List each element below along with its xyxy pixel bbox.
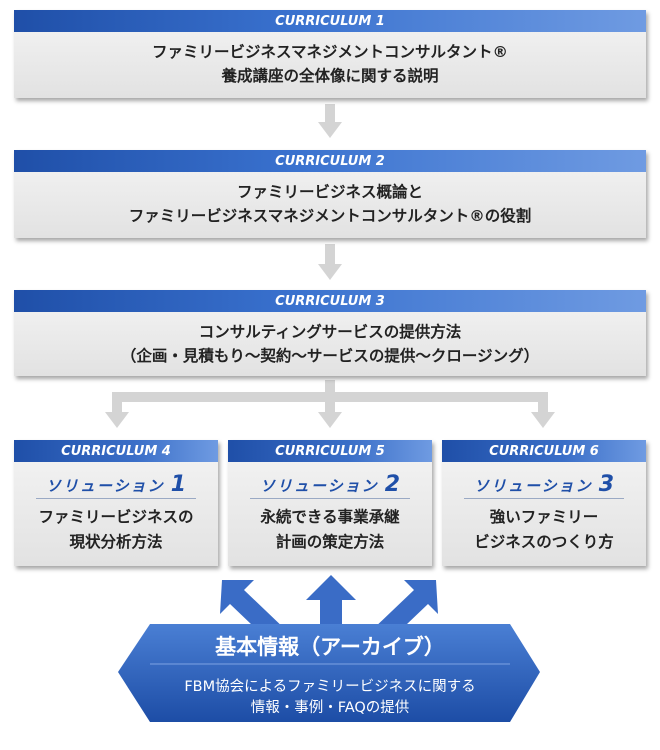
curriculum-6-text: 強いファミリー ビジネスのつくり方 bbox=[442, 505, 646, 555]
base-description: FBM協会によるファミリービジネスに関する 情報・事例・FAQの提供 bbox=[120, 677, 540, 719]
curriculum-3-line1: コンサルティングサービスの提供方法 bbox=[198, 323, 462, 341]
solution-1-number: 1 bbox=[170, 472, 186, 497]
curriculum-3-label: CURRICULUM 3 bbox=[14, 290, 646, 312]
base-desc-line2: 情報・事例・FAQの提供 bbox=[250, 700, 410, 716]
curriculum-4-label: CURRICULUM 4 bbox=[14, 440, 218, 462]
solution-3-label: ソリューション bbox=[473, 477, 593, 495]
curriculum-1-card: CURRICULUM 1 ファミリービジネスマネジメントコンサルタント® 養成講… bbox=[14, 10, 646, 98]
curriculum-1-text: ファミリービジネスマネジメントコンサルタント® 養成講座の全体像に関する説明 bbox=[14, 40, 646, 88]
curriculum-1-line1: ファミリービジネスマネジメントコンサルタント® bbox=[151, 43, 509, 61]
solution-2-label: ソリューション bbox=[259, 477, 379, 495]
curriculum-6-label: CURRICULUM 6 bbox=[442, 440, 646, 462]
base-desc-line1: FBM協会によるファミリービジネスに関する bbox=[184, 679, 476, 695]
curriculum-5-line1: 永続できる事業承継 bbox=[260, 508, 400, 526]
curriculum-2-text: ファミリービジネス概論と ファミリービジネスマネジメントコンサルタント®の役割 bbox=[14, 180, 646, 228]
curriculum-1-line2: 養成講座の全体像に関する説明 bbox=[221, 67, 439, 85]
branch-arrows bbox=[105, 380, 555, 428]
curriculum-5-card: CURRICULUM 5 ソリューション 2 永続できる事業承継 計画の策定方法 bbox=[228, 440, 432, 566]
base-banner bbox=[118, 624, 540, 722]
curriculum-6-card: CURRICULUM 6 ソリューション 3 強いファミリー ビジネスのつくり方 bbox=[442, 440, 646, 566]
down-arrow-2 bbox=[318, 244, 342, 280]
curriculum-4-text: ファミリービジネスの 現状分析方法 bbox=[14, 505, 218, 555]
curriculum-5-label: CURRICULUM 5 bbox=[228, 440, 432, 462]
curriculum-6-line2: ビジネスのつくり方 bbox=[474, 533, 614, 551]
curriculum-2-card: CURRICULUM 2 ファミリービジネス概論と ファミリービジネスマネジメン… bbox=[14, 150, 646, 238]
curriculum-4-line1: ファミリービジネスの bbox=[38, 508, 194, 526]
curriculum-3-card: CURRICULUM 3 コンサルティングサービスの提供方法 （企画・見積もり〜… bbox=[14, 290, 646, 376]
solution-1-label: ソリューション bbox=[45, 477, 165, 495]
solution-2-number: 2 bbox=[384, 472, 400, 497]
down-arrow-1 bbox=[318, 104, 342, 138]
curriculum-2-line1: ファミリービジネス概論と bbox=[236, 183, 423, 201]
base-title: 基本情報（アーカイブ） bbox=[215, 635, 445, 659]
curriculum-4-line2: 現状分析方法 bbox=[69, 533, 163, 551]
curriculum-5-line2: 計画の策定方法 bbox=[275, 533, 385, 551]
curriculum-3-text: コンサルティングサービスの提供方法 （企画・見積もり〜契約〜サービスの提供〜クロ… bbox=[14, 320, 646, 368]
curriculum-2-line2: ファミリービジネスマネジメントコンサルタント®の役割 bbox=[128, 207, 532, 225]
curriculum-5-text: 永続できる事業承継 計画の策定方法 bbox=[228, 505, 432, 555]
curriculum-6-line1: 強いファミリー bbox=[489, 508, 599, 526]
solution-2-heading: ソリューション 2 bbox=[250, 474, 410, 499]
curriculum-4-card: CURRICULUM 4 ソリューション 1 ファミリービジネスの 現状分析方法 bbox=[14, 440, 218, 566]
solution-3-number: 3 bbox=[598, 472, 614, 497]
solution-3-heading: ソリューション 3 bbox=[464, 474, 624, 499]
solution-1-heading: ソリューション 1 bbox=[36, 474, 196, 499]
curriculum-2-label: CURRICULUM 2 bbox=[14, 150, 646, 172]
curriculum-1-label: CURRICULUM 1 bbox=[14, 10, 646, 32]
curriculum-3-line2: （企画・見積もり〜契約〜サービスの提供〜クロージング） bbox=[120, 347, 540, 365]
